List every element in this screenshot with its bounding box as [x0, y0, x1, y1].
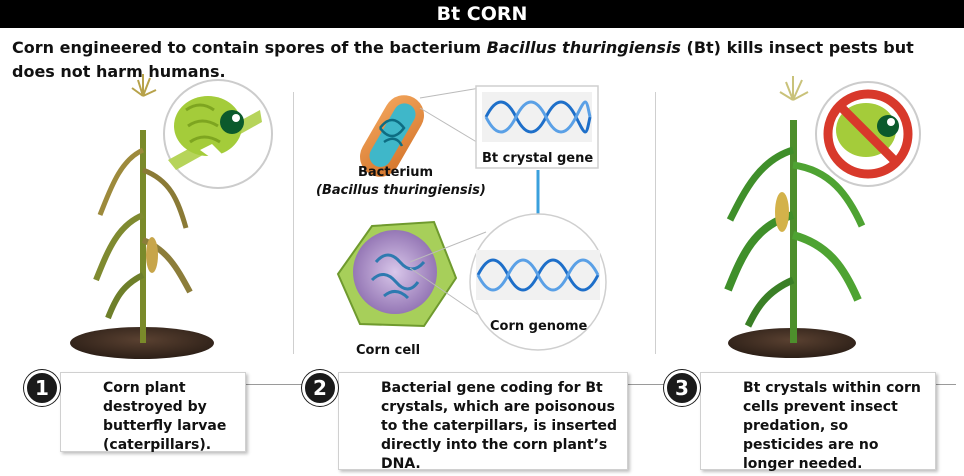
intro-part-2: (Bt) kills insect pests but does not har…	[12, 38, 914, 81]
stalk-right	[790, 120, 797, 343]
corn-ear-right	[775, 192, 789, 232]
intro-part-1: Corn engineered to contain spores of the…	[12, 38, 487, 57]
healthy-corn-plant	[724, 76, 866, 358]
bacterium-label: Bacterium	[358, 165, 433, 180]
step-3-text: Bt crystals within corn cells prevent in…	[743, 380, 921, 472]
step-1-box: Corn plant destroyed by butterfly larvae…	[60, 372, 246, 453]
damaged-corn-plant	[70, 74, 214, 359]
bacterium-species-label: (Bacillus thuringiensis)	[316, 183, 486, 198]
corn-cell-icon	[336, 220, 458, 328]
panel-divider-left	[293, 92, 294, 354]
step-2-badge: 2	[302, 370, 338, 406]
caterpillar-circle	[163, 79, 273, 189]
step-1-text: Corn plant destroyed by butterfly larvae…	[103, 380, 227, 453]
diagram-title: Bt CORN	[0, 0, 964, 28]
gene-label: Bt crystal gene	[482, 151, 593, 166]
step-3-badge: 3	[664, 370, 700, 406]
panel-divider-right	[655, 92, 656, 354]
intro-text: Corn engineered to contain spores of the…	[12, 36, 952, 84]
dna-helix-gene	[484, 100, 592, 134]
stalk-left	[140, 130, 146, 343]
intro-species: Bacillus thuringiensis	[486, 38, 681, 57]
corn-cell-label: Corn cell	[356, 343, 420, 358]
step-2-box: Bacterial gene coding for Bt crystals, w…	[338, 372, 628, 472]
prohibition-icon	[823, 89, 913, 179]
genome-label: Corn genome	[490, 319, 588, 334]
no-caterpillar-circle	[815, 81, 921, 187]
bacterium-icon	[360, 95, 424, 177]
connector-line-4	[936, 384, 956, 385]
gene-card	[475, 85, 599, 169]
step-1-badge: 1	[24, 370, 60, 406]
step-2-text: Bacterial gene coding for Bt crystals, w…	[381, 380, 618, 472]
corn-ear-left	[146, 237, 158, 273]
connector-line-3	[628, 384, 686, 385]
step-3-box: Bt crystals within corn cells prevent in…	[700, 372, 936, 472]
connector-line-2	[246, 384, 316, 385]
dna-helix-genome	[476, 258, 600, 292]
genome-circle	[469, 213, 607, 351]
